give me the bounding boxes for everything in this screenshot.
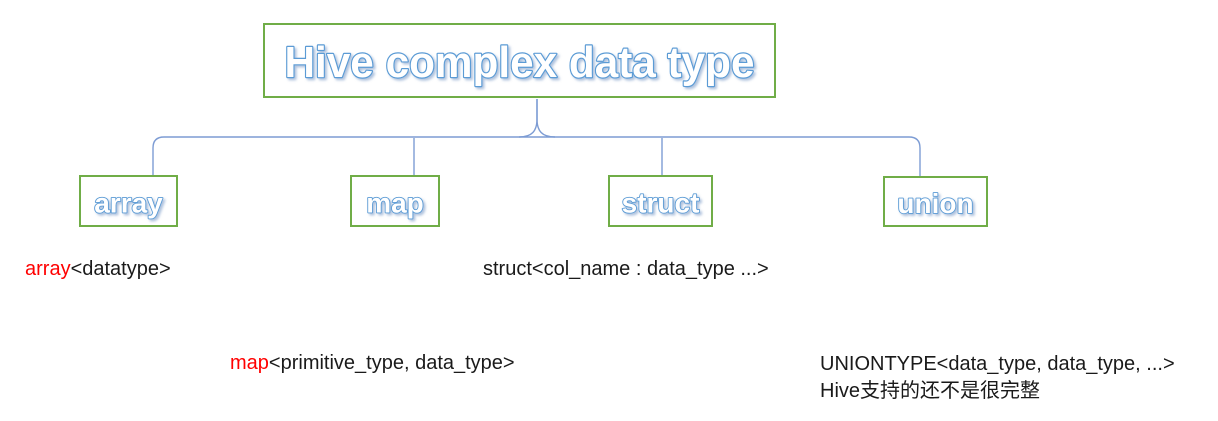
title-text: Hive complex data type	[285, 38, 755, 87]
branch-rail	[152, 136, 921, 177]
map-wordart: map	[365, 187, 424, 220]
union-wordart: union	[896, 187, 974, 220]
union-annotation-line2: Hive支持的还不是很完整	[820, 380, 1041, 402]
map-annotation-rest: <primitive_type, data_type>	[268, 352, 515, 374]
array-wordart: array	[93, 187, 164, 220]
map-box-label: map	[366, 188, 424, 219]
union-annotation-line1: UNIONTYPE<data_type, data_type, ...>	[820, 353, 1175, 375]
union-annotation: UNIONTYPE<data_type, data_type, ...> Hiv…	[820, 351, 1175, 405]
struct-annotation: struct<col_name : data_type ...>	[483, 256, 769, 283]
title-wordart: Hive complex data type	[283, 37, 755, 88]
struct-box-label: struct	[622, 188, 700, 219]
array-annotation-rest: <datatype>	[70, 258, 171, 280]
union-box-label: union	[897, 188, 973, 219]
map-annotation: map<primitive_type, data_type>	[230, 350, 515, 377]
struct-annotation-text: struct<col_name : data_type ...>	[483, 258, 769, 280]
title-box: Hive complex data type	[263, 23, 776, 98]
stem-connector-right-flare	[536, 99, 556, 138]
node-box-array: array	[79, 175, 178, 227]
struct-wordart: struct	[621, 187, 701, 220]
map-annotation-keyword: map	[230, 352, 269, 374]
node-box-map: map	[350, 175, 440, 227]
array-annotation: array<datatype>	[25, 256, 171, 283]
node-box-union: union	[883, 176, 988, 227]
array-annotation-keyword: array	[25, 258, 71, 280]
node-box-struct: struct	[608, 175, 713, 227]
array-box-label: array	[94, 188, 163, 219]
stem-connector-left-flare	[518, 99, 538, 138]
